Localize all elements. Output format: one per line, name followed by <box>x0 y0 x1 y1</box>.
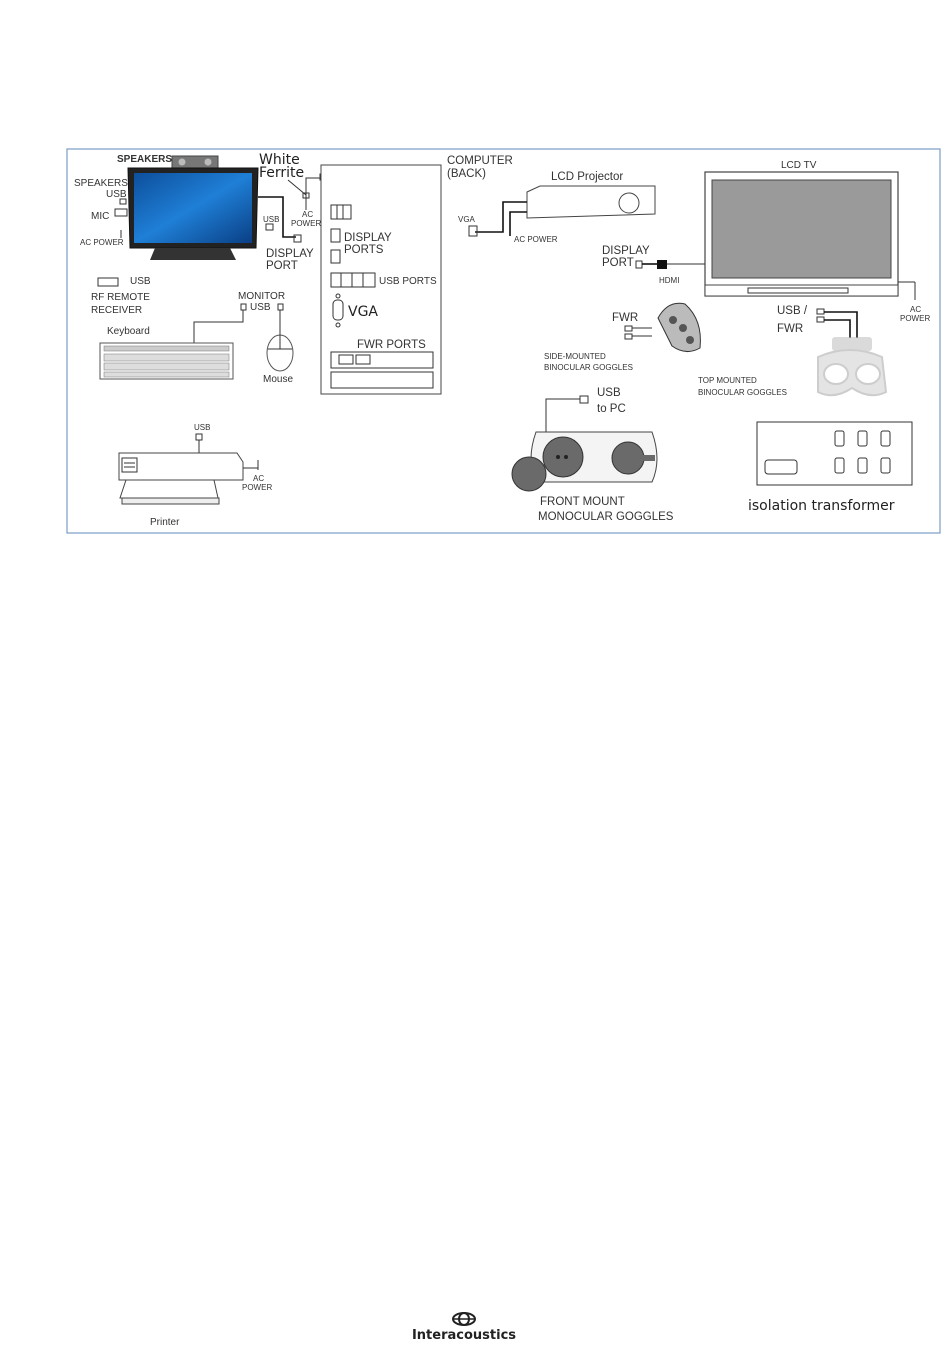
isolation-transformer <box>756 421 913 486</box>
label-monitor-usb-2: USB <box>250 302 271 313</box>
label-usb-printer: USB <box>194 423 210 432</box>
label-display-ports-2: PORTS <box>344 244 384 256</box>
label-top-goggles-2: BINOCULAR GOGGLES <box>698 388 787 397</box>
rf-receiver-icon <box>97 277 119 287</box>
label-keyboard: Keyboard <box>107 326 150 337</box>
label-fwr-ports: FWR PORTS <box>357 339 426 351</box>
mouse-icon <box>266 334 294 372</box>
label-usb-ports: USB PORTS <box>379 276 437 287</box>
label-ac-power-projector: AC POWER <box>514 235 558 244</box>
label-fwr-side: FWR <box>612 312 638 324</box>
label-side-goggles-1: SIDE-MOUNTED <box>544 352 606 361</box>
side-mounted-goggles <box>657 302 701 352</box>
label-display-port-tv-1: DISPLAY <box>602 245 650 257</box>
label-isolation-transformer: isolation transformer <box>748 498 895 514</box>
label-speakers-left: SPEAKERS <box>74 178 128 189</box>
label-rf-remote-1: RF REMOTE <box>91 292 150 303</box>
label-usb-fwr-1: USB / <box>777 305 808 317</box>
label-usb-to-pc-2: to PC <box>597 403 626 415</box>
label-lcd-tv: LCD TV <box>781 160 817 171</box>
label-hdmi: HDMI <box>659 276 679 285</box>
label-usb-monitor: USB <box>106 189 127 200</box>
label-white-ferrite-2: Ferrite <box>259 165 304 181</box>
label-mic: MIC <box>91 211 109 222</box>
label-side-goggles-2: BINOCULAR GOGGLES <box>544 363 633 372</box>
printer-icon <box>118 452 244 505</box>
label-monitor-usb-1: MONITOR <box>238 291 285 302</box>
label-ac-power-pc-2: POWER <box>291 219 321 228</box>
lcd-tv <box>704 171 899 297</box>
label-speakers-top: SPEAKERS <box>117 154 172 165</box>
label-mouse: Mouse <box>263 374 293 385</box>
label-ac-power-printer-1: AC <box>253 474 264 483</box>
label-ac-power-monitor: AC POWER <box>80 238 124 247</box>
label-ac-power-printer-2: POWER <box>242 483 272 492</box>
label-ac-power-tv-2: POWER <box>900 314 930 323</box>
footer-brand: Interacoustics <box>412 1328 516 1343</box>
label-display-ports-1: DISPLAY <box>344 232 392 244</box>
label-lcd-projector: LCD Projector <box>551 171 623 183</box>
label-front-goggles-2: MONOCULAR GOGGLES <box>538 511 674 523</box>
label-printer: Printer <box>150 517 180 528</box>
label-vga-pc: VGA <box>348 304 378 320</box>
label-white-ferrite-1: White <box>259 152 300 168</box>
label-computer-back-2: (BACK) <box>447 168 486 180</box>
label-usb-fwr-2: FWR <box>777 323 803 335</box>
label-display-port-2: PORT <box>266 260 298 272</box>
computer-back-panel <box>320 164 442 395</box>
label-display-port-1: DISPLAY <box>266 248 314 260</box>
label-display-port-tv-2: PORT <box>602 257 634 269</box>
keyboard-icon <box>99 342 234 380</box>
label-usb-rf: USB <box>130 276 151 287</box>
label-ac-power-pc-1: AC <box>302 210 313 219</box>
label-ac-power-tv-1: AC <box>910 305 921 314</box>
top-mounted-goggles <box>817 337 888 397</box>
interacoustics-logo <box>452 1312 476 1326</box>
label-usb-to-pc-1: USB <box>597 387 621 399</box>
touch-monitor <box>127 155 259 260</box>
label-usb-monitor-side: USB <box>263 215 279 224</box>
lcd-projector <box>526 185 656 219</box>
label-rf-remote-2: RECEIVER <box>91 305 142 316</box>
front-mount-goggles <box>511 431 658 492</box>
label-top-goggles-1: TOP MOUNTED <box>698 376 757 385</box>
label-front-goggles-1: FRONT MOUNT <box>540 496 625 508</box>
label-vga-projector: VGA <box>458 215 476 224</box>
label-computer-back-1: COMPUTER <box>447 155 513 167</box>
